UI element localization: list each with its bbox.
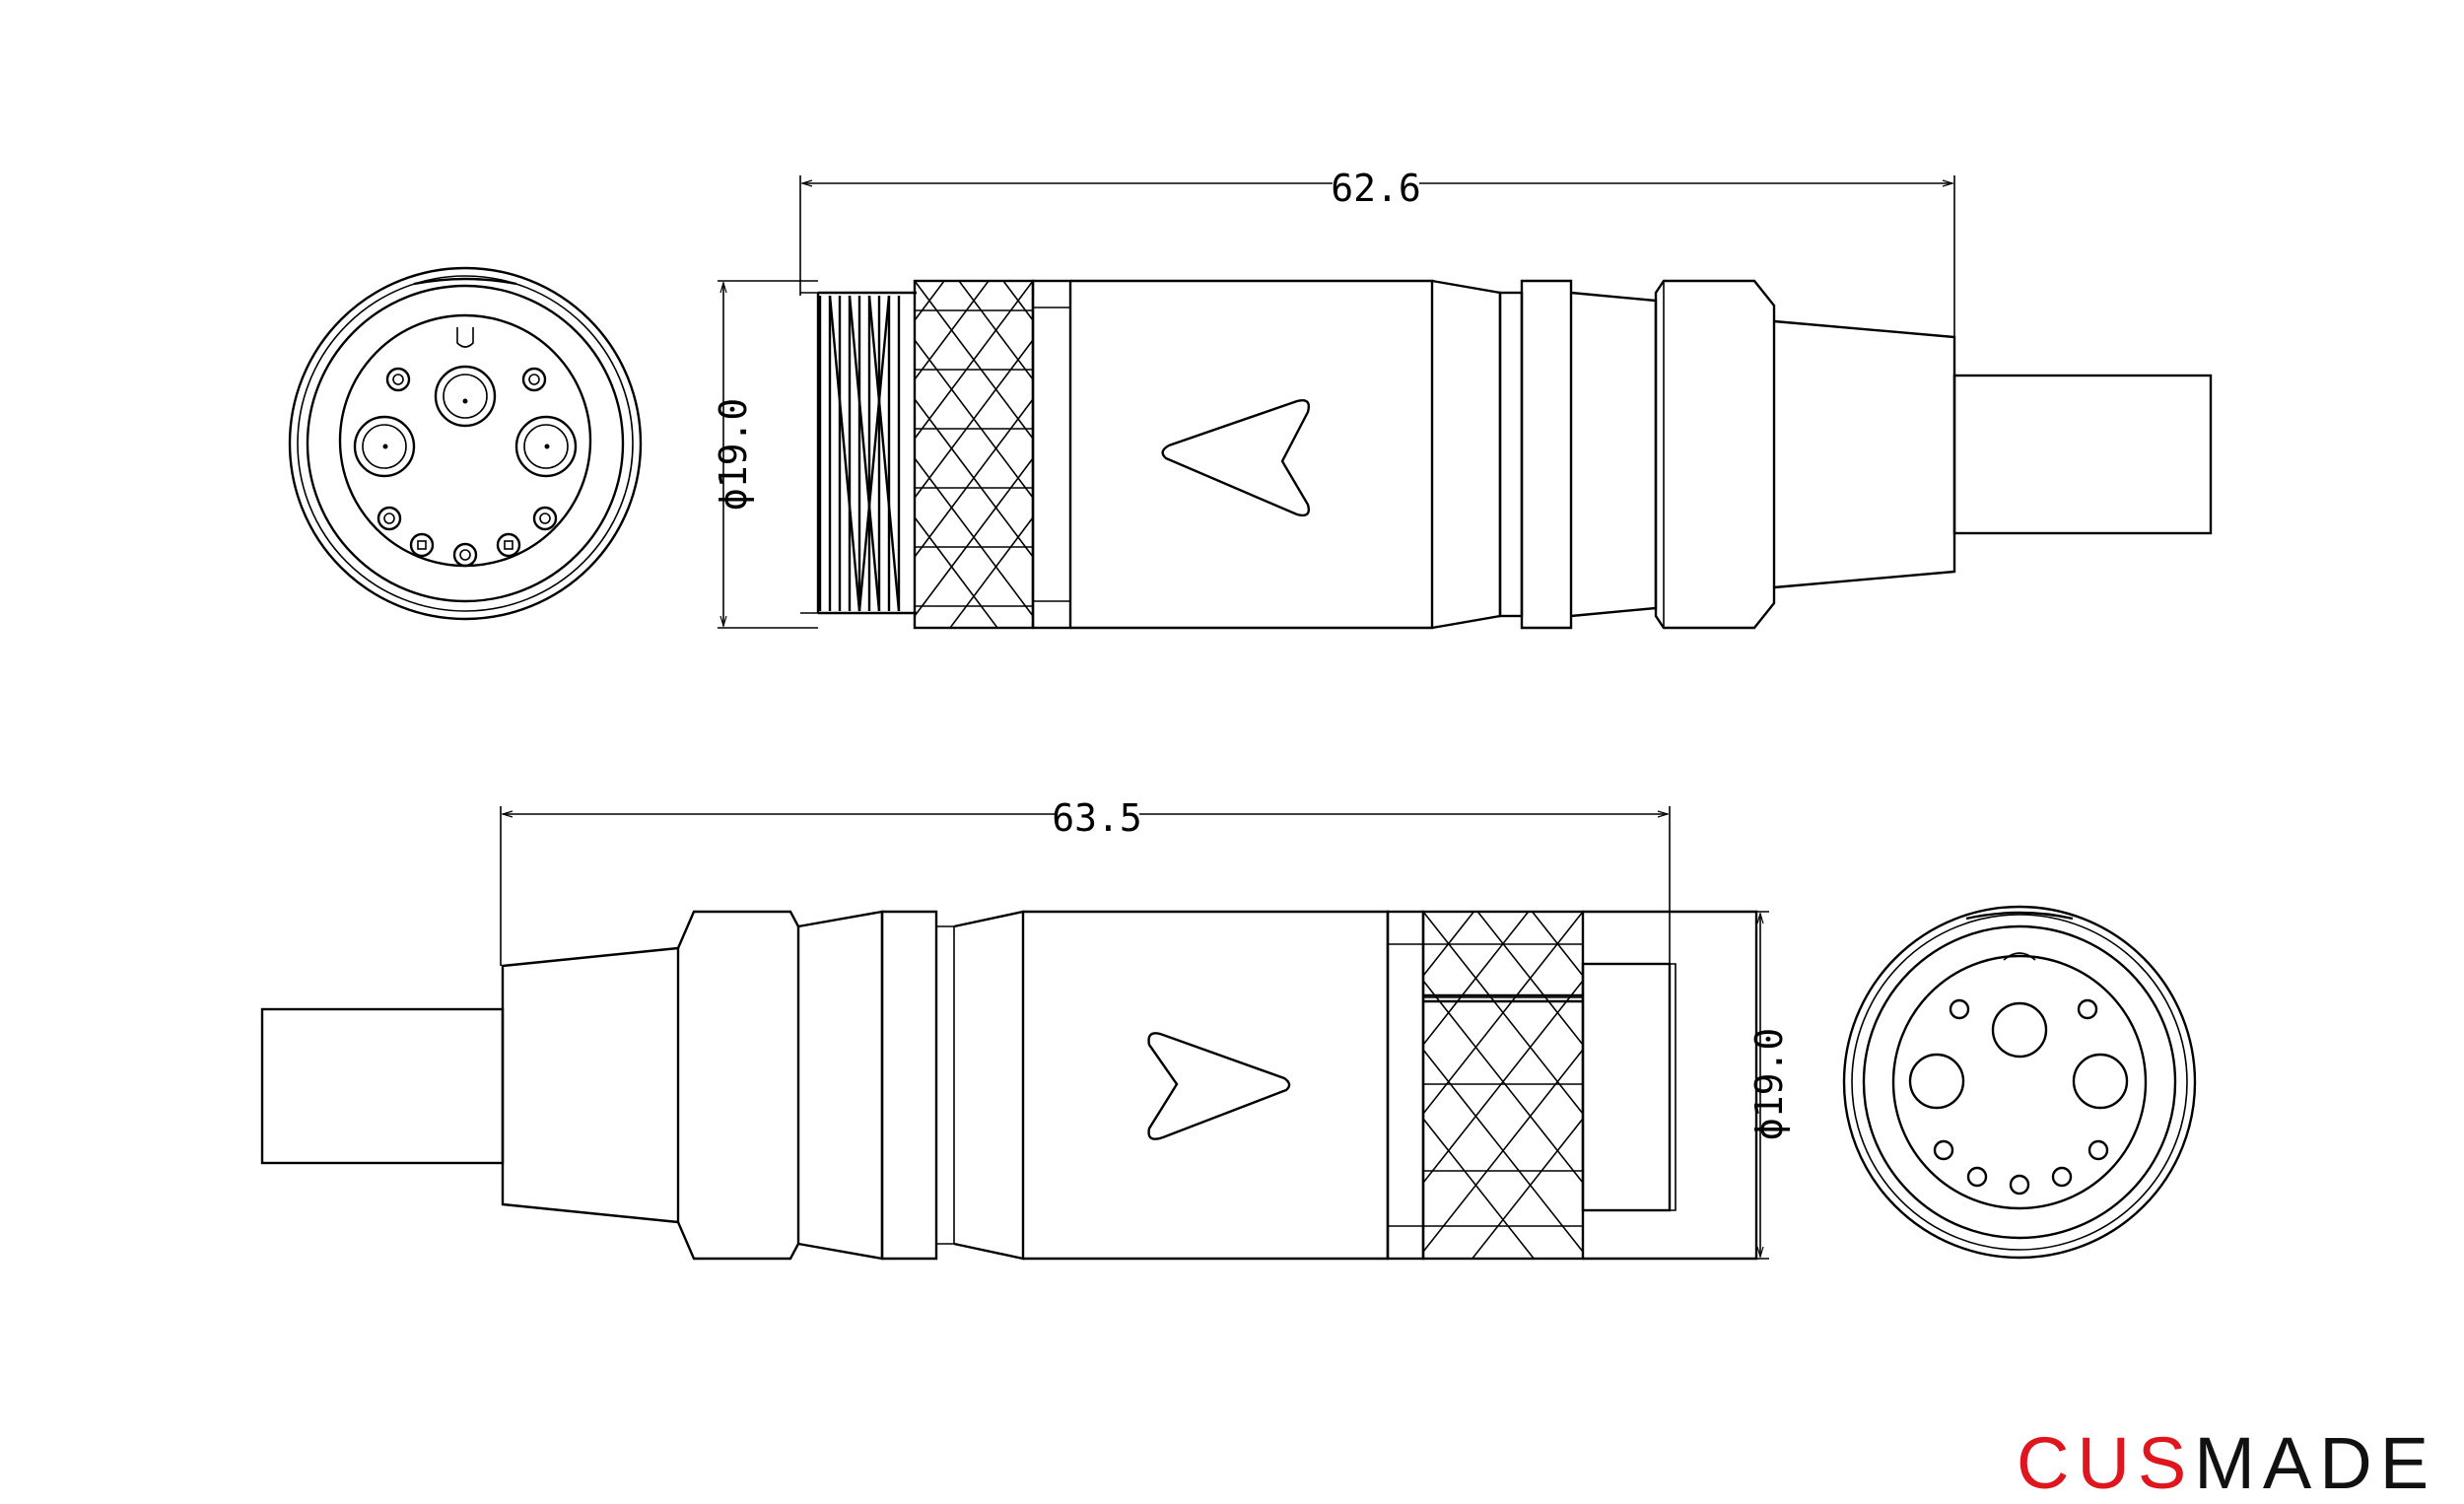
top-diameter-label: ϕ19.0 bbox=[712, 398, 755, 511]
bottom-diameter-label: ϕ19.0 bbox=[1747, 1028, 1791, 1140]
top-front-view bbox=[288, 266, 643, 621]
top-diameter-dimension: ϕ19.0 bbox=[712, 280, 818, 629]
top-side-view bbox=[800, 279, 2213, 630]
brand-part-made: MADE bbox=[2194, 1422, 2437, 1504]
bottom-front-view bbox=[1842, 905, 2197, 1260]
top-length-label: 62.6 bbox=[1331, 167, 1421, 210]
bottom-diameter-dimension: ϕ19.0 bbox=[1747, 911, 1791, 1260]
bottom-length-dimension: 63.5 bbox=[500, 796, 1671, 966]
brand-logo: CUSMADE bbox=[2017, 1427, 2436, 1500]
brand-part-cus: CUS bbox=[2017, 1422, 2195, 1504]
bottom-side-view bbox=[260, 910, 1758, 1261]
bottom-length-label: 63.5 bbox=[1052, 796, 1142, 840]
top-length-dimension: 62.6 bbox=[799, 167, 1955, 337]
